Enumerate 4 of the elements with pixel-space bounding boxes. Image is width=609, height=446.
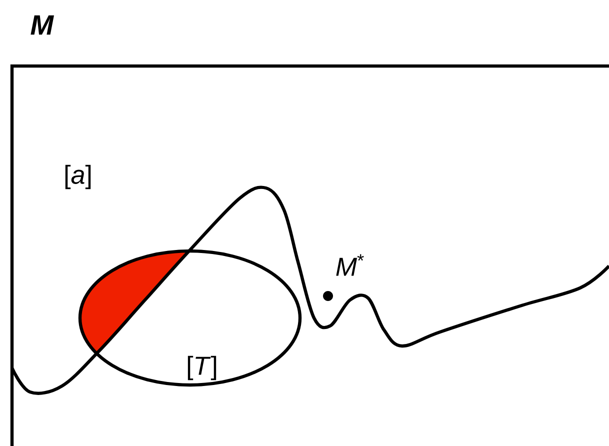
title: M (30, 15, 54, 35)
ellipse-label: [T] (188, 356, 216, 380)
set-label: M$^{*}$ (336, 254, 364, 276)
set-label: [a] (65, 164, 91, 190)
